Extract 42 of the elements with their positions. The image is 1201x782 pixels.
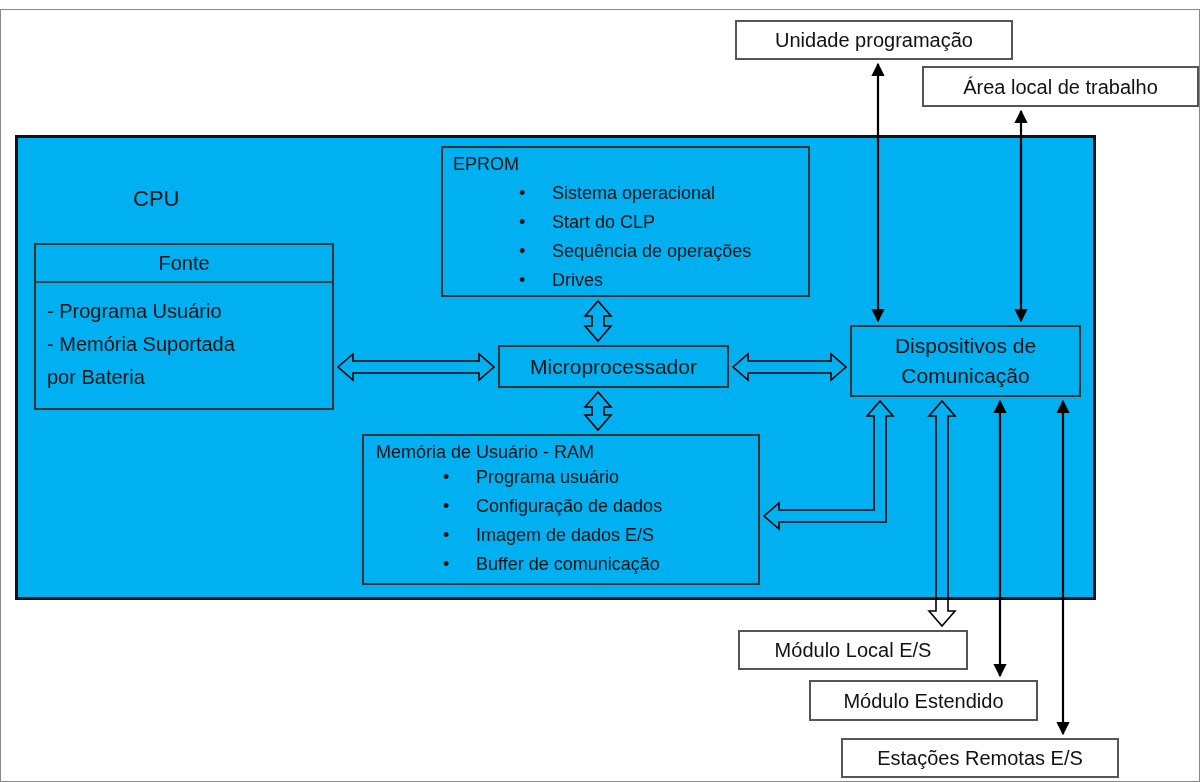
bullet-item: • Start do CLP [519,211,657,234]
arrow [1056,399,1070,736]
node-label: Microprocessador [530,353,697,380]
component-box [738,630,968,670]
bullet-item: • Programa usuário [443,466,621,489]
node-label: Módulo Local E/S [774,638,932,663]
arrow [993,399,1007,678]
component-box [34,243,334,410]
bullet-item: • Imagem de dados E/S [443,524,656,547]
component-box [362,434,760,585]
arrow [1014,109,1028,323]
node-label: Dispositivos de Comunicação [893,333,1038,389]
component-box [922,66,1199,107]
block-arrow [927,399,957,628]
component-box [441,146,810,297]
block-arrow [583,390,613,432]
box-heading: Memória de Usuário - RAM [376,441,596,464]
arrow [871,62,885,323]
component-box [809,680,1038,721]
component-box [735,20,1013,60]
block-arrow [336,352,496,382]
node-label: Área local de trabalho [963,74,1158,100]
body-text: - Memória Suportada por Bateria [47,332,236,390]
body-text: - Programa Usuário [47,299,223,324]
bullet-item: • Buffer de comunicação [443,553,661,576]
node-label: Módulo Estendido [843,688,1004,714]
cpu-panel [15,135,1096,600]
component-box [850,325,1081,397]
node-label: Unidade programação [775,28,973,53]
bullet-item: • Drives [519,269,604,292]
bullet-item: • Sequência de operações [519,240,753,263]
block-arrow [583,299,613,343]
box-heading: Fonte [158,251,210,276]
block-arrow [762,399,895,531]
node-label: Estações Remotas E/S [877,746,1083,771]
box-heading: EPROM [453,153,520,176]
component-box [841,738,1119,778]
block-arrow [731,352,848,382]
component-box [498,345,729,388]
bullet-item: • Sistema operacional [519,182,717,205]
bullet-item: • Configuração de dados [443,495,664,518]
box-title: CPU [133,185,180,213]
